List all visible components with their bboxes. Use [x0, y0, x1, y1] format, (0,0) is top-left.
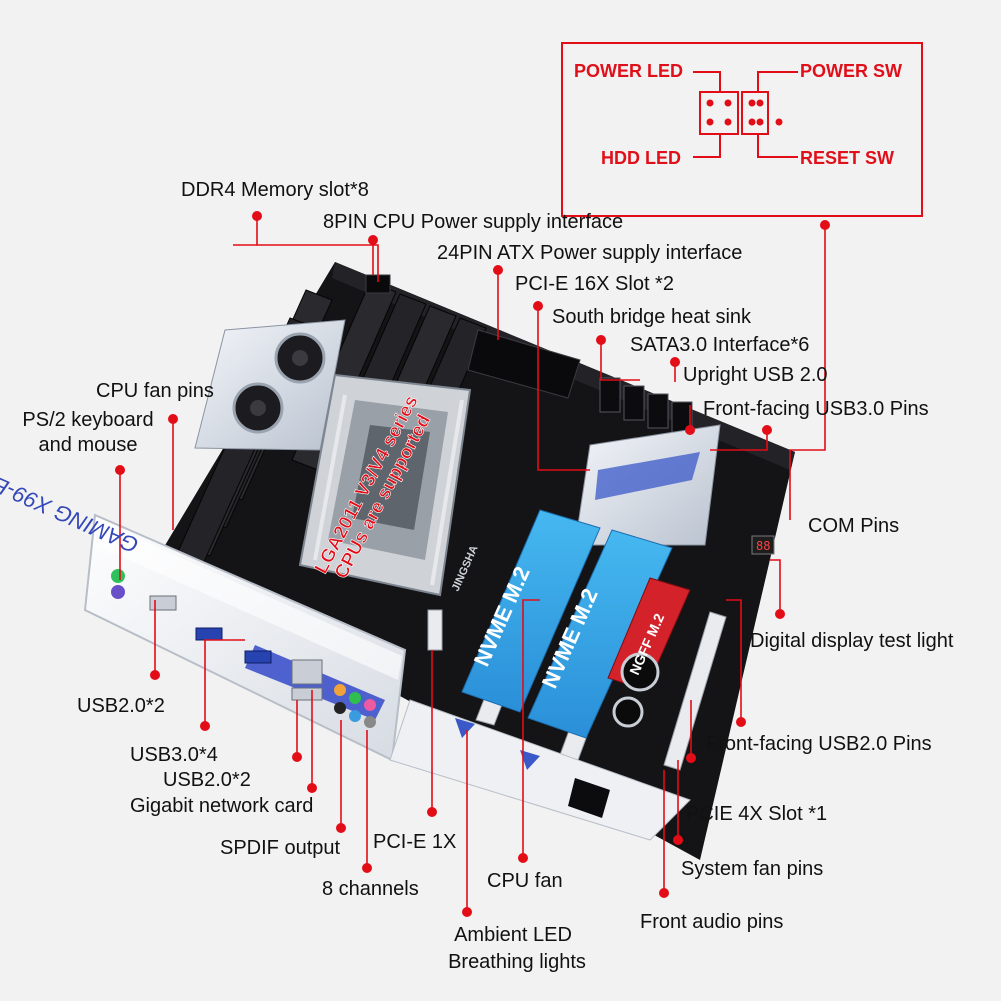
- front-audio-label: Front audio pins: [640, 911, 784, 933]
- spdif-label: SPDIF output: [220, 837, 341, 859]
- atx-power-label: 24PIN ATX Power supply interface: [437, 242, 743, 264]
- debug-led-display: [751, 535, 775, 555]
- pcie16-label: PCI-E 16X Slot *2: [515, 273, 674, 295]
- front-panel-leaders: [693, 71, 798, 158]
- cpu-power-label: 8PIN CPU Power supply interface: [323, 211, 624, 233]
- audio8-label: 8 channels: [322, 878, 419, 900]
- nvme-m2-heatsink-1: [461, 509, 601, 713]
- pcie4-label: PCIE 4X Slot *1: [686, 803, 828, 825]
- sys-fan-label: System fan pins: [681, 858, 824, 880]
- pcie-x4-slot: [663, 611, 727, 771]
- usb3-front-label: Front-facing USB3.0 Pins: [703, 398, 929, 420]
- ddr4-label: DDR4 Memory slot*8: [181, 179, 369, 201]
- com-label: COM Pins: [808, 515, 900, 537]
- sata-label: SATA3.0 Interface*6: [630, 334, 810, 356]
- capacitor: [612, 696, 644, 728]
- callout-dots: [115, 211, 830, 917]
- power-led-label: POWER LED: [574, 61, 684, 81]
- mounting-bracket: [568, 778, 610, 818]
- svg-text:88: 88: [756, 539, 770, 553]
- pcie1-label: PCI-E 1X: [373, 831, 457, 853]
- cpu-fan-label: CPU fan: [487, 870, 563, 892]
- capacitor: [620, 652, 660, 692]
- ambient-led-label-line1: Ambient LED: [454, 924, 572, 946]
- usb2-rear-b-label: USB2.0*2: [163, 769, 251, 791]
- gbe-label: Gigabit network card: [130, 795, 314, 817]
- front-panel-diagram-box: [561, 42, 923, 217]
- usb2-front-label: Front-facing USB2.0 Pins: [706, 733, 932, 755]
- ps2-label-line2: and mouse: [38, 434, 138, 456]
- south-bridge-label: South bridge heat sink: [552, 306, 752, 328]
- nvme-m2-heatsink-2: [527, 529, 673, 739]
- rear-usb3-ports: [195, 627, 272, 664]
- usb3-rear-label: USB3.0*4: [130, 744, 218, 766]
- ps2-port: [111, 569, 125, 599]
- cpu-fan-pins-label: CPU fan pins: [96, 380, 214, 402]
- hdd-led-label: HDD LED: [601, 148, 681, 168]
- bottom-bracket: [389, 699, 691, 841]
- atx-24pin-connector: [467, 329, 581, 399]
- pcie-x1-slot: [427, 609, 443, 651]
- callout-leaders: [119, 216, 826, 912]
- usb-upright-label: Upright USB 2.0: [683, 364, 828, 386]
- rear-network-usb-ports: [291, 659, 323, 701]
- ambient-led-label-line2: Breathing lights: [448, 951, 586, 973]
- front-panel-pins: [706, 99, 783, 126]
- rear-usb2-ports: [149, 595, 177, 611]
- usb2-rear-label: USB2.0*2: [77, 695, 165, 717]
- front-panel-header: [699, 91, 769, 135]
- ps2-label-line1: PS/2 keyboard: [22, 409, 154, 431]
- debug-led-label: Digital display test light: [750, 630, 954, 652]
- power-sw-label: POWER SW: [800, 61, 902, 81]
- rear-audio-jacks: [334, 684, 376, 728]
- reset-sw-label: RESET SW: [800, 148, 895, 168]
